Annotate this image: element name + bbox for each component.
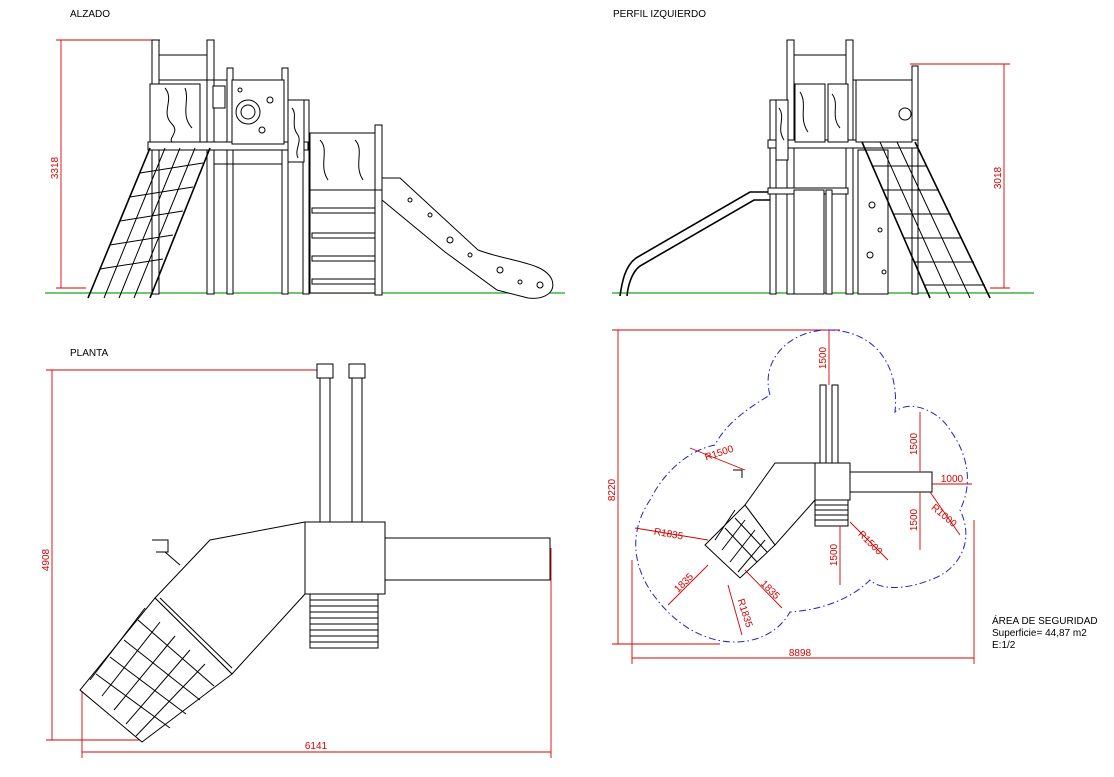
dim-1000-right: 1000 — [941, 474, 964, 485]
elevation-climbing-net — [87, 147, 211, 299]
plan-view: 4908 6141 — [41, 363, 552, 758]
left-profile-climbing-net — [861, 141, 991, 299]
safety-equipment-outline — [704, 384, 933, 579]
plan-height-dimension: 4908 — [41, 369, 325, 741]
safety-area-heading: ÁREA DE SEGURIDAD — [992, 614, 1098, 627]
elevation-title: ALZADO — [70, 9, 110, 20]
left-profile-view: 3018 — [612, 39, 1034, 299]
plan-upright-left — [319, 363, 331, 525]
plan-bridge — [383, 537, 551, 581]
left-profile-title: PERFIL IZQUIERDO — [613, 9, 706, 20]
elevation-height-text: 3318 — [50, 156, 61, 179]
safety-area-scale: E:1/2 — [992, 640, 1016, 651]
safety-width-text: 8898 — [789, 648, 812, 659]
radius-1500-lower: R1500 — [855, 529, 884, 558]
radius-1835-bottom: R1835 — [735, 598, 755, 630]
safety-height-text: 8220 — [607, 478, 618, 501]
left-profile-height-dimension: 3018 — [910, 63, 1010, 289]
plan-width-dimension: 6141 — [81, 548, 552, 758]
elevation-height-dimension: 3318 — [50, 39, 160, 289]
plan-handle — [152, 539, 169, 553]
elevation-stairs — [309, 124, 383, 296]
safety-height-dimension: 8220 — [607, 329, 840, 645]
dim-1500-right-upper: 1500 — [909, 432, 920, 455]
left-profile-slide — [619, 191, 770, 297]
dim-1500-top: 1500 — [818, 346, 829, 369]
plan-center-platform — [304, 521, 386, 595]
radius-1000-right: R1000 — [929, 502, 959, 530]
safety-area-note: ÁREA DE SEGURIDAD Superficie= 44,87 m2 E… — [992, 614, 1098, 651]
elevation-tower — [147, 39, 310, 295]
elevation-view: 3318 — [45, 39, 565, 299]
safety-area-surface: Superficie= 44,87 m2 — [992, 628, 1087, 639]
plan-title: PLANTA — [70, 348, 108, 359]
radius-1835-left: R1835 — [653, 527, 684, 543]
elevation-slide — [381, 177, 554, 299]
plan-width-text: 6141 — [305, 741, 328, 752]
plan-climbing-net — [79, 597, 233, 743]
safety-boundary — [635, 329, 968, 643]
dim-1500-right-lower: 1500 — [909, 508, 920, 531]
safety-plan-view: 8220 8898 — [607, 329, 1098, 664]
safety-width-dimension: 8898 — [631, 520, 975, 664]
dim-1835-right: 1835 — [758, 578, 782, 602]
plan-upright-right — [351, 363, 363, 525]
dim-1835-left: 1835 — [672, 571, 696, 595]
plan-stairs — [309, 593, 379, 649]
left-profile-height-text: 3018 — [993, 166, 1004, 189]
left-profile-tower — [767, 39, 919, 295]
plan-height-text: 4908 — [41, 548, 52, 571]
dim-1500-center: 1500 — [829, 543, 840, 566]
radius-1500-left: R1500 — [704, 444, 736, 464]
plan-angled-platform — [154, 521, 306, 675]
